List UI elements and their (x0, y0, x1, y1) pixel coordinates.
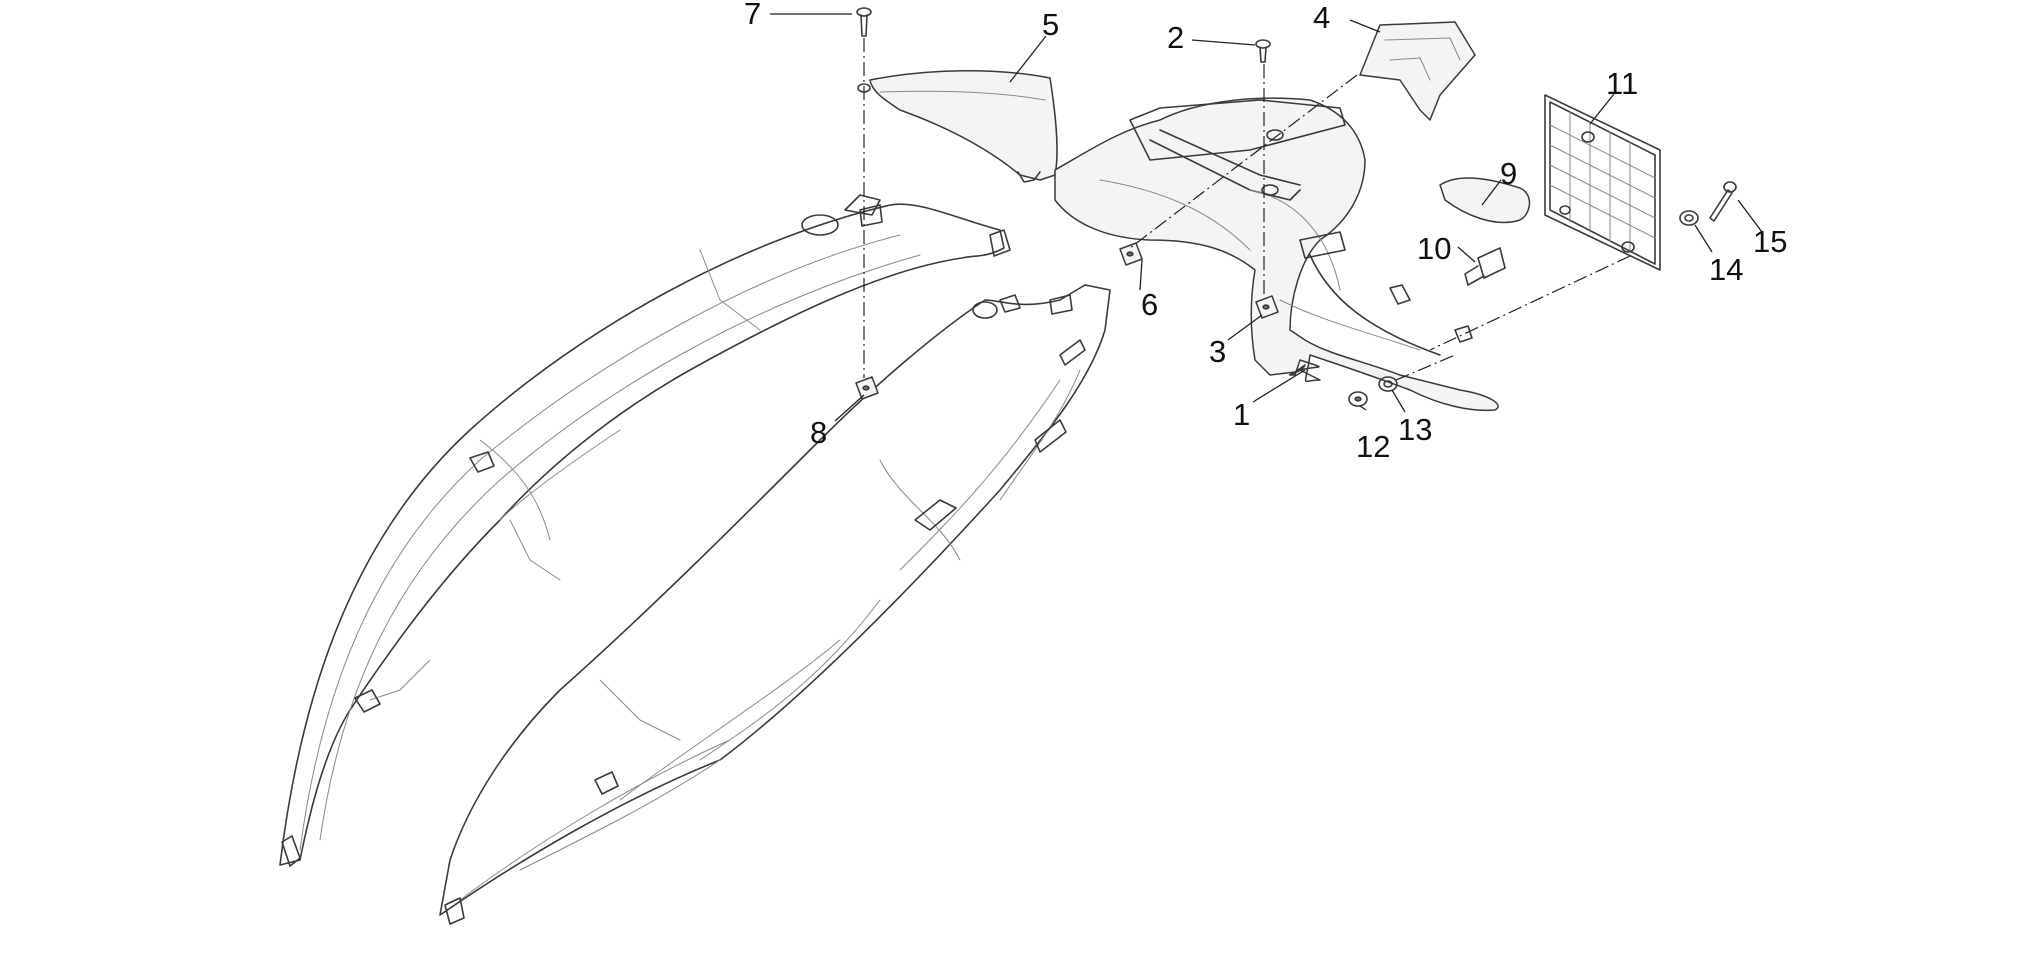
callout-3: 3 (1209, 334, 1226, 369)
nut-12 (1348, 391, 1368, 407)
reflector-9 (1439, 177, 1531, 224)
callout-1: 1 (1233, 397, 1250, 432)
rear-mudguard-1 (1054, 97, 1499, 412)
bracket-4 (1359, 21, 1476, 121)
callout-2: 2 (1167, 20, 1184, 55)
plate-holder-11 (1544, 94, 1661, 271)
right-side-panel (439, 284, 1111, 925)
callout-12: 12 (1356, 429, 1390, 464)
clip-nut-6 (1119, 242, 1143, 266)
callout-8: 8 (810, 415, 827, 450)
left-side-panel (279, 194, 1011, 867)
assembly-axes (863, 38, 1631, 381)
callout-6: 6 (1141, 287, 1158, 322)
callout-10: 10 (1417, 231, 1451, 266)
callout-4: 4 (1313, 0, 1330, 35)
washer-13 (1378, 376, 1398, 392)
callouts: 1 2 3 4 5 6 7 8 9 10 11 12 13 14 15 (744, 0, 1787, 464)
callout-11: 11 (1606, 66, 1638, 101)
callout-13: 13 (1398, 412, 1432, 447)
callout-15: 15 (1753, 224, 1787, 259)
screw-7 (856, 7, 872, 37)
callout-14: 14 (1709, 252, 1743, 287)
screw-15 (1709, 181, 1737, 222)
callout-5: 5 (1042, 7, 1059, 42)
clip-nut-8 (855, 376, 879, 400)
callout-7: 7 (744, 0, 761, 31)
clip-nut-3 (1255, 295, 1279, 319)
leader-lines (770, 13, 1763, 422)
callout-9: 9 (1500, 156, 1517, 191)
bumper-10 (1464, 247, 1506, 286)
washer-14 (1679, 210, 1699, 226)
screw-2 (1255, 39, 1271, 63)
top-cover-5 (857, 70, 1058, 183)
